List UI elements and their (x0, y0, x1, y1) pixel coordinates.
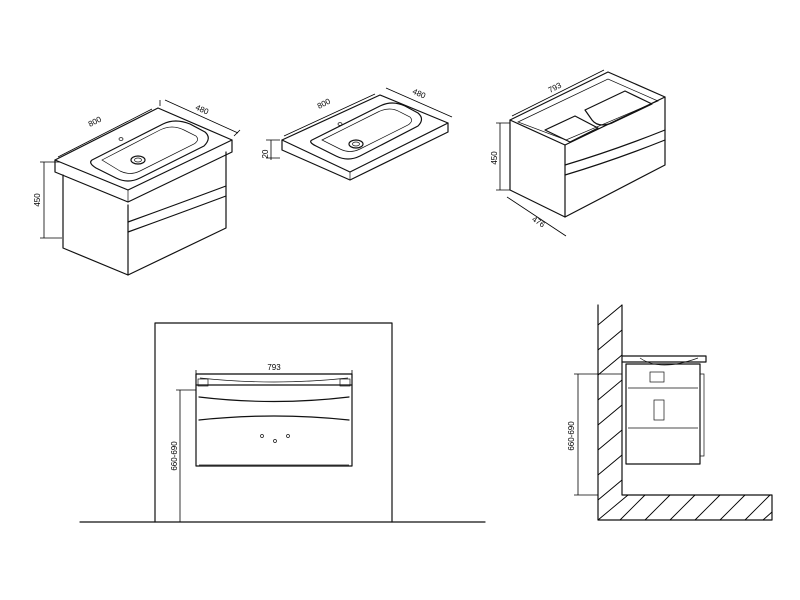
view2-depth-label: 480 (411, 87, 427, 101)
front-width-label: 793 (267, 363, 281, 372)
isometric-basin: 800 480 20 (261, 87, 453, 181)
side-height-label: 660-690 (567, 421, 576, 451)
view3-height-label: 450 (490, 151, 499, 165)
side-section: 660-690 (567, 304, 773, 521)
view2-width-label: 800 (316, 96, 332, 110)
view3-width-label: 793 (547, 80, 563, 94)
wall-hatching (597, 304, 773, 521)
isometric-cabinet: 793 450 476 (490, 69, 666, 237)
view3-depth-label: 476 (530, 214, 547, 229)
front-elevation: 793 660-690 (79, 322, 486, 523)
view2-thickness-label: 20 (261, 149, 270, 158)
view1-height-label: 450 (33, 193, 42, 207)
view1-width-label: 800 (87, 114, 103, 128)
isometric-vanity-with-basin: 800 480 450 (33, 99, 241, 276)
front-height-label: 660-690 (170, 441, 179, 471)
